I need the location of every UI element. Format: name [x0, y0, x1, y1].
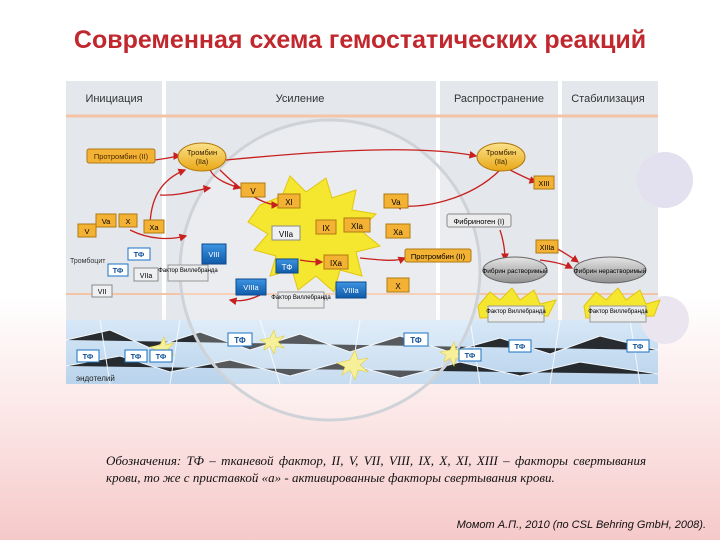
tf-endo-label: ТФ [83, 352, 94, 361]
citation-text: Момот А.П., 2010 (по CSL Behring GmbH, 2… [456, 519, 706, 531]
thrombin-left-sub: (IIa) [196, 159, 208, 166]
va-top-label: Va [391, 198, 401, 207]
prothrombin-mid-box [404, 248, 472, 263]
fibrin-soluble-ellipse [482, 256, 548, 284]
xa-mid-box [385, 223, 411, 239]
v-left-box [77, 223, 97, 238]
tf-platelet-box [127, 247, 151, 261]
xiii-box [533, 175, 555, 190]
xi-top-label: XI [285, 198, 293, 207]
v-left-label: V [84, 227, 89, 236]
viiia-right-box [335, 281, 367, 299]
ixa-box [323, 254, 349, 270]
tf-small-box [107, 263, 129, 277]
tf-mid-box [275, 258, 299, 274]
tf-small-label: ТФ [113, 266, 124, 275]
viii-box [201, 243, 227, 265]
deco-circle [637, 152, 693, 208]
viia-left-label: VIIa [140, 273, 153, 280]
fibrin-insoluble-ellipse [573, 256, 647, 284]
va-left-label: Va [102, 217, 111, 226]
tf-endo-box [124, 349, 148, 363]
fibrinogen-box [446, 213, 512, 228]
vwf-left-label: Фактор Виллебранда [158, 268, 218, 274]
phase-title-amplification: Усиление [276, 93, 325, 105]
fibrin-insoluble-label: Фибрин нерастворимый [574, 267, 647, 275]
x-left-label: X [125, 217, 130, 226]
factor-boxes: Протромбин (II) Тромбин (IIa) Тромбин (I… [77, 142, 648, 323]
vwf-r1-label: Фактор Виллебранда [486, 309, 546, 315]
phase-title-stabilization: Стабилизация [571, 93, 645, 105]
thrombin-left-label: Тромбин [187, 148, 217, 157]
vwf-mid-label: Фактор Виллебранда [271, 295, 331, 301]
page-title: Современная схема гемостатических реакци… [73, 26, 647, 54]
viii-label: VIII [208, 250, 219, 259]
prothrombin-mid-label: Протромбин (II) [411, 252, 466, 261]
xia-box [343, 217, 371, 233]
prothrombin-left-box [86, 148, 156, 164]
viia-mid-label: VIIa [279, 230, 294, 239]
tf-endo-label: ТФ [156, 352, 167, 361]
x-right-box [386, 277, 410, 293]
v-top-box [240, 182, 266, 198]
legend-text: Обозначения: ТФ – тканевой фактор, II, V… [106, 453, 646, 485]
prothrombin-left-label: Протромбин (II) [94, 152, 149, 161]
tf-endo-box [403, 332, 429, 347]
tf-endo-box [626, 339, 650, 353]
viia-left-box [133, 267, 159, 282]
tf-endo-box [227, 332, 253, 347]
thrombin-right-sub: (IIa) [495, 159, 507, 166]
tf-endo-label: ТФ [633, 342, 644, 351]
fibrin-soluble-label: Фибрин растворимый [482, 267, 548, 275]
tf-endo-label: ТФ [234, 336, 246, 345]
phase-title-propagation: Распространение [454, 93, 544, 105]
ix-label: IX [322, 224, 330, 233]
xa-mid-label: Xa [393, 228, 403, 237]
va-left-box [95, 213, 117, 228]
fibrinogen-label: Фибриноген (I) [454, 217, 505, 226]
viiia-label: VIIIa [243, 283, 259, 292]
thrombin-right-label: Тромбин [486, 148, 516, 157]
phase-title-initiation: Инициация [85, 93, 142, 105]
va-top-box [383, 193, 409, 209]
vwf-left-box [167, 264, 209, 282]
thrombin-right-ellipse [476, 142, 526, 172]
tf-endo-label: ТФ [131, 352, 142, 361]
ixa-label: IXa [330, 259, 343, 268]
vwf-r1-box [487, 305, 545, 323]
vwf-r2-label: Фактор Виллебранда [588, 309, 648, 315]
vii-box [91, 284, 113, 298]
thrombin-left-ellipse [177, 142, 227, 172]
v-top-label: V [250, 187, 256, 196]
vwf-mid-box [277, 291, 325, 309]
xa-left-label: Xa [149, 223, 159, 232]
viiia-right-label: VIIIa [343, 286, 359, 295]
viia-mid-box [271, 225, 301, 241]
xia-label: XIa [351, 222, 364, 231]
x-left-box [118, 213, 138, 228]
tf-endo-box [149, 349, 173, 363]
endothelium-label: эндотелий [76, 374, 115, 383]
xi-top-box [277, 193, 301, 209]
xa-left-box [143, 219, 165, 234]
tf-endo-label: ТФ [410, 336, 422, 345]
vii-label: VII [98, 289, 107, 296]
vwf-r2-box [589, 305, 647, 323]
viiia-box [235, 278, 267, 296]
xiiia-label: XIIIa [540, 245, 555, 252]
tf-endo-box [76, 349, 100, 363]
xiii-label: XIII [538, 179, 549, 188]
platelet-label: Тромбоцит [70, 257, 106, 265]
tf-endo-label: ТФ [465, 351, 476, 360]
ix-box [315, 219, 337, 235]
endothelium-tf-boxes: ТФ ТФ ТФ ТФ ТФ ТФ ТФ ТФ [76, 332, 650, 363]
tf-endo-box [458, 348, 482, 362]
xiiia-box [535, 239, 559, 254]
tf-platelet-label: ТФ [134, 250, 145, 259]
tf-endo-label: ТФ [515, 342, 526, 351]
tf-endo-box [508, 339, 532, 353]
tf-mid-label: ТФ [282, 263, 293, 272]
x-right-label: X [395, 282, 401, 291]
